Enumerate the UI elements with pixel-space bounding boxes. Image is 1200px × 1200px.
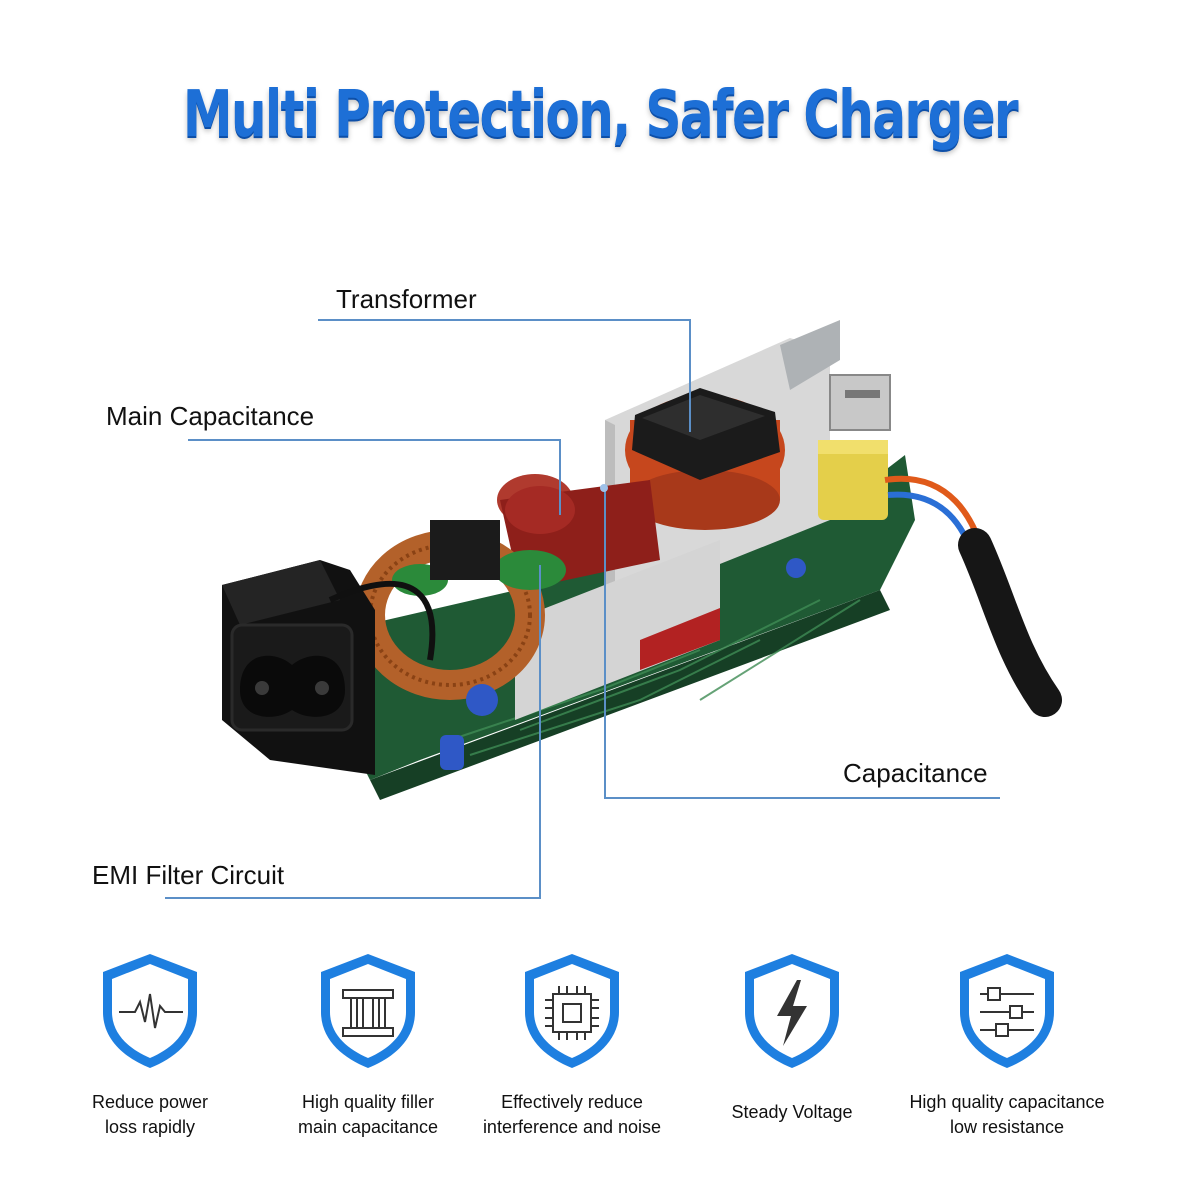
- feature-label-line-1: Steady Voltage: [731, 1102, 853, 1122]
- main-capacitance-leader-line: [188, 439, 561, 515]
- feature-label-line-2: main capacitance: [297, 1117, 439, 1137]
- capacitance-label: Capacitance: [843, 758, 988, 788]
- transformer-leader-line: [318, 319, 691, 432]
- emi-filter-leader-line: [165, 565, 541, 899]
- feature-label-line-2: low resistance: [949, 1117, 1065, 1137]
- emi-filter-circuit-label: EMI Filter Circuit: [92, 860, 285, 890]
- lightning-bolt-icon: [745, 954, 839, 1068]
- feature-badges: Reduce power loss rapidly High quality f…: [0, 950, 1200, 1180]
- charger-pcb-illustration: [222, 320, 1062, 800]
- microchip-icon: [525, 954, 619, 1068]
- slider-resistance-icon: [960, 954, 1054, 1068]
- transformer-label: Transformer: [336, 284, 477, 314]
- feature-label-line-1: High quality filler: [301, 1092, 435, 1112]
- feature-steady-voltage: Steady Voltage: [682, 950, 902, 1125]
- feature-label-line-2: interference and noise: [482, 1117, 662, 1137]
- feature-low-resistance: High quality capacitance low resistance: [897, 950, 1117, 1140]
- main-capacitance-label: Main Capacitance: [106, 401, 315, 431]
- feature-reduce-power-loss: Reduce power loss rapidly: [40, 950, 260, 1140]
- pulse-wave-icon: [103, 954, 197, 1068]
- feature-reduce-interference: Effectively reduce interference and nois…: [462, 950, 682, 1140]
- feature-label-line-2: loss rapidly: [104, 1117, 196, 1137]
- feature-high-quality-filler: High quality filler main capacitance: [258, 950, 478, 1140]
- feature-label-line-1: Reduce power: [91, 1092, 209, 1112]
- feature-label-line-1: Effectively reduce: [501, 1092, 643, 1112]
- feature-label-line-1: High quality capacitance: [909, 1092, 1105, 1112]
- capacitance-leader-line: [604, 490, 1000, 799]
- callout-leader-lines: [165, 319, 1000, 899]
- capacitor-coil-icon: [321, 954, 415, 1068]
- page-title: Multi Protection, Safer Charger: [182, 78, 1019, 152]
